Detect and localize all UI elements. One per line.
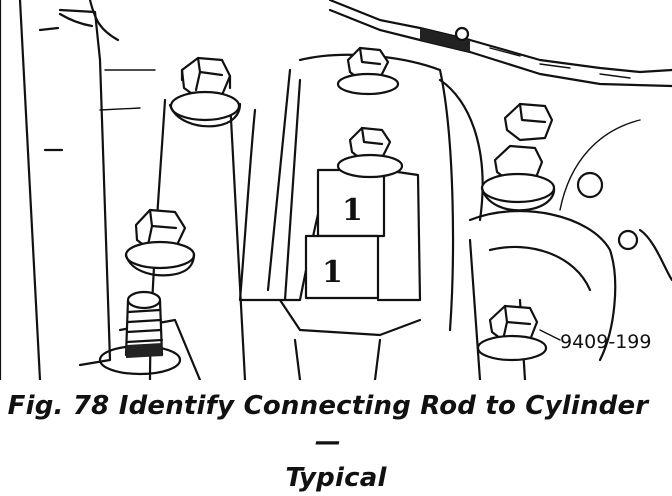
bolt-lower-right: [476, 304, 548, 362]
bolt-top-center: [336, 46, 400, 96]
figure-caption: Fig. 78 Identify Connecting Rod to Cylin…: [0, 388, 672, 496]
reference-leader: [539, 329, 561, 341]
bolt-upper-left: [168, 56, 242, 128]
reference-number: 9409-199: [560, 331, 651, 353]
rod-mark-upper: 1: [342, 193, 363, 228]
stud-lower-left: [98, 290, 182, 376]
connecting-rod: 1 1: [238, 53, 455, 380]
bolt-rod-center: [336, 126, 404, 179]
rod-mark-lower-box: [304, 234, 380, 300]
bolt-mid-left: [124, 208, 196, 277]
gasket-top-right: [328, 0, 672, 88]
engine-illustration: 1 1: [0, 0, 672, 380]
caption-line-2: Typical: [285, 463, 387, 493]
caption-line-1: Fig. 78 Identify Connecting Rod to Cylin…: [7, 391, 649, 457]
bolt-upper-right: [480, 102, 556, 212]
rod-mark-lower: 1: [322, 255, 343, 290]
